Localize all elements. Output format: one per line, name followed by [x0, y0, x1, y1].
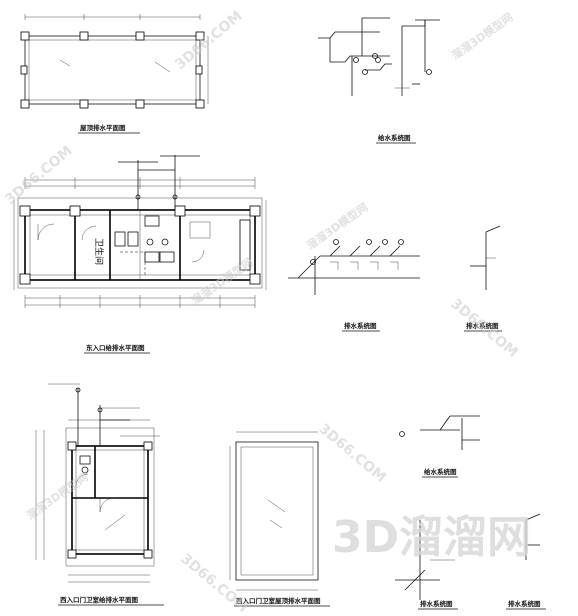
drain-system-d-title: 排水系统图 — [508, 599, 541, 608]
supply-system-b-title: 给水系统图 — [424, 467, 457, 476]
watermark-site-cn-3: 溜溜3D模型网 — [189, 255, 256, 308]
roof-drainage-plan: 屋顶排水平面图 — [20, 14, 209, 134]
drain-system-a-diagram: 排水系统图 — [288, 239, 420, 332]
supply-system-title: 给水系统图 — [378, 133, 411, 142]
watermark-site-3: 3D66.COM — [447, 296, 520, 361]
watermark-site-5: 3D66.COM — [177, 551, 250, 616]
west-entrance-title: 西入口门卫室给排水平面图 — [60, 595, 139, 604]
watermark-brand: 3D溜溜网 — [332, 512, 531, 563]
watermark-site-4: 3D66.COM — [315, 421, 388, 486]
drain-system-c-diagram: 排水系统图 — [395, 520, 458, 610]
drain-system-b-diagram: 排水系统图 — [464, 225, 502, 332]
drain-system-d-diagram: 排水系统图 — [506, 513, 546, 610]
room-label-sanitary: 卫生间 — [93, 238, 105, 265]
west-entrance-roof-plan: 西入口门卫室屋顶排水平面图 — [229, 431, 330, 607]
drain-system-a-title: 排水系统图 — [344, 321, 377, 330]
watermark-site-cn-1: 溜溜3D模型网 — [449, 10, 516, 63]
watermark-site-1: 3D66.COM — [172, 8, 245, 73]
supply-system-b-diagram: 给水系统图 — [399, 415, 480, 478]
drain-system-b-title: 排水系统图 — [466, 321, 499, 330]
watermarks: 3D66.COM 溜溜3D模型网 3D66.COM 溜溜3D模型网 溜溜3D模型… — [2, 8, 531, 616]
east-entrance-title: 东入口给排水平面图 — [86, 343, 145, 352]
watermark-site-2: 3D66.COM — [2, 143, 75, 208]
west-entrance-plan: 西入口门卫室给排水平面图 — [35, 383, 164, 606]
roof-plan-title: 屋顶排水平面图 — [80, 123, 126, 132]
supply-system-diagram: 给水系统图 — [318, 17, 440, 144]
east-entrance-plan: 卫生间 东入口给排水平面图 — [13, 155, 267, 354]
drain-system-c-title: 排水系统图 — [420, 599, 453, 608]
west-roof-title: 西入口门卫室屋顶排水平面图 — [236, 596, 321, 605]
watermark-site-cn-4: 溜溜3D模型网 — [24, 470, 91, 523]
